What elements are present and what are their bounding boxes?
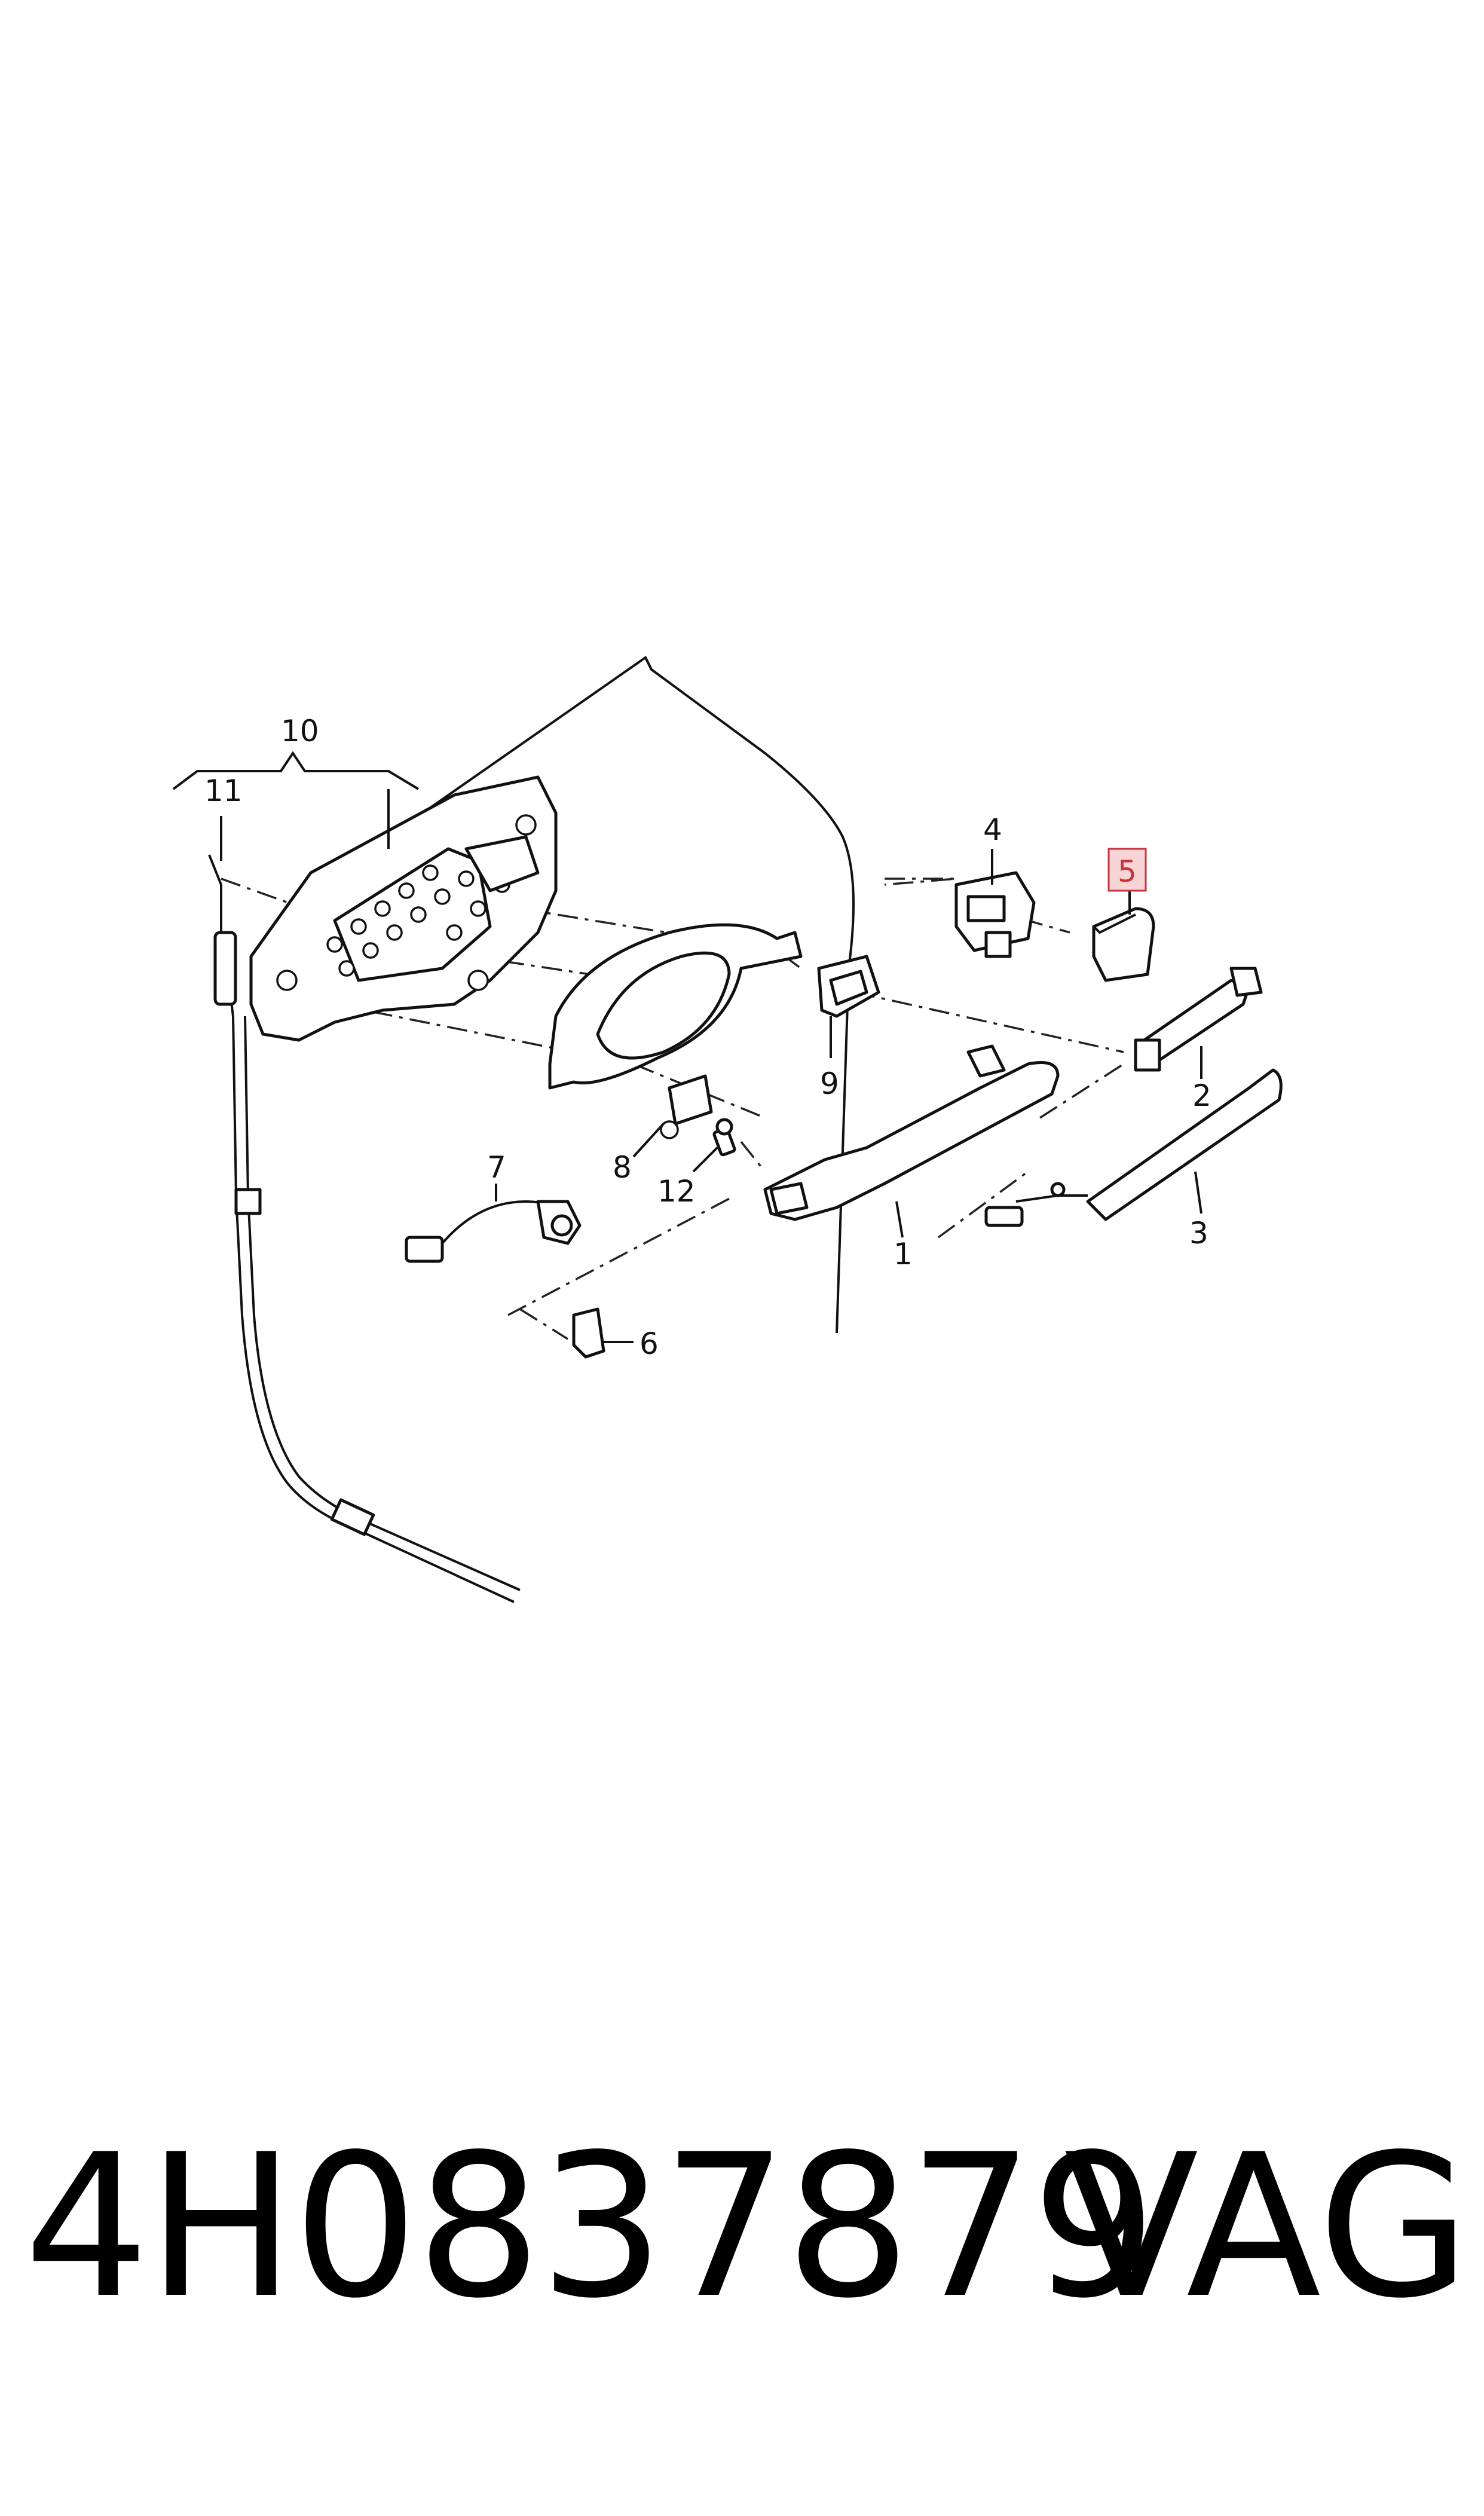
screw (712, 1118, 736, 1157)
brand-name: VAG (1064, 2112, 1471, 2341)
callout-4: 4 (983, 812, 1002, 847)
callout-6: 6 (640, 1326, 659, 1361)
callout-9: 9 (820, 1066, 839, 1101)
callout-5: 5 (1118, 854, 1137, 889)
lock-cylinder-housing (954, 871, 1036, 958)
highlight-box-5 (1107, 848, 1147, 892)
lock-cylinder-cap (1092, 907, 1155, 982)
callout-labels: 10 11 4 5 9 2 3 1 8 12 7 6 (204, 714, 1211, 1361)
part-9-gasket (817, 955, 880, 1018)
callout-7: 7 (487, 1150, 506, 1185)
door-panel (387, 656, 855, 1334)
part-8-pad (660, 1074, 713, 1139)
callout-1: 1 (894, 1237, 913, 1271)
leader-lines (172, 751, 1203, 1343)
part-7-sensor (405, 1200, 582, 1263)
door-handle (763, 1044, 1060, 1221)
lock-carrier-frame (249, 775, 558, 1042)
callout-8: 8 (613, 1150, 632, 1185)
footer: 4H0837879 VAG (0, 2128, 1484, 2379)
callout-11: 11 (204, 774, 243, 808)
part-number: 4H0837879 (24, 2112, 1157, 2341)
callout-12: 12 (657, 1174, 696, 1209)
callout-10: 10 (281, 714, 319, 748)
handle-cover-with-sensor (984, 1068, 1283, 1227)
handle-seal (1134, 967, 1263, 1072)
handle-gasket (548, 923, 803, 1090)
callout-3: 3 (1189, 1216, 1208, 1251)
part-6-clip (572, 1307, 605, 1359)
callout-2: 2 (1192, 1078, 1211, 1113)
bowden-cable (208, 854, 521, 1603)
